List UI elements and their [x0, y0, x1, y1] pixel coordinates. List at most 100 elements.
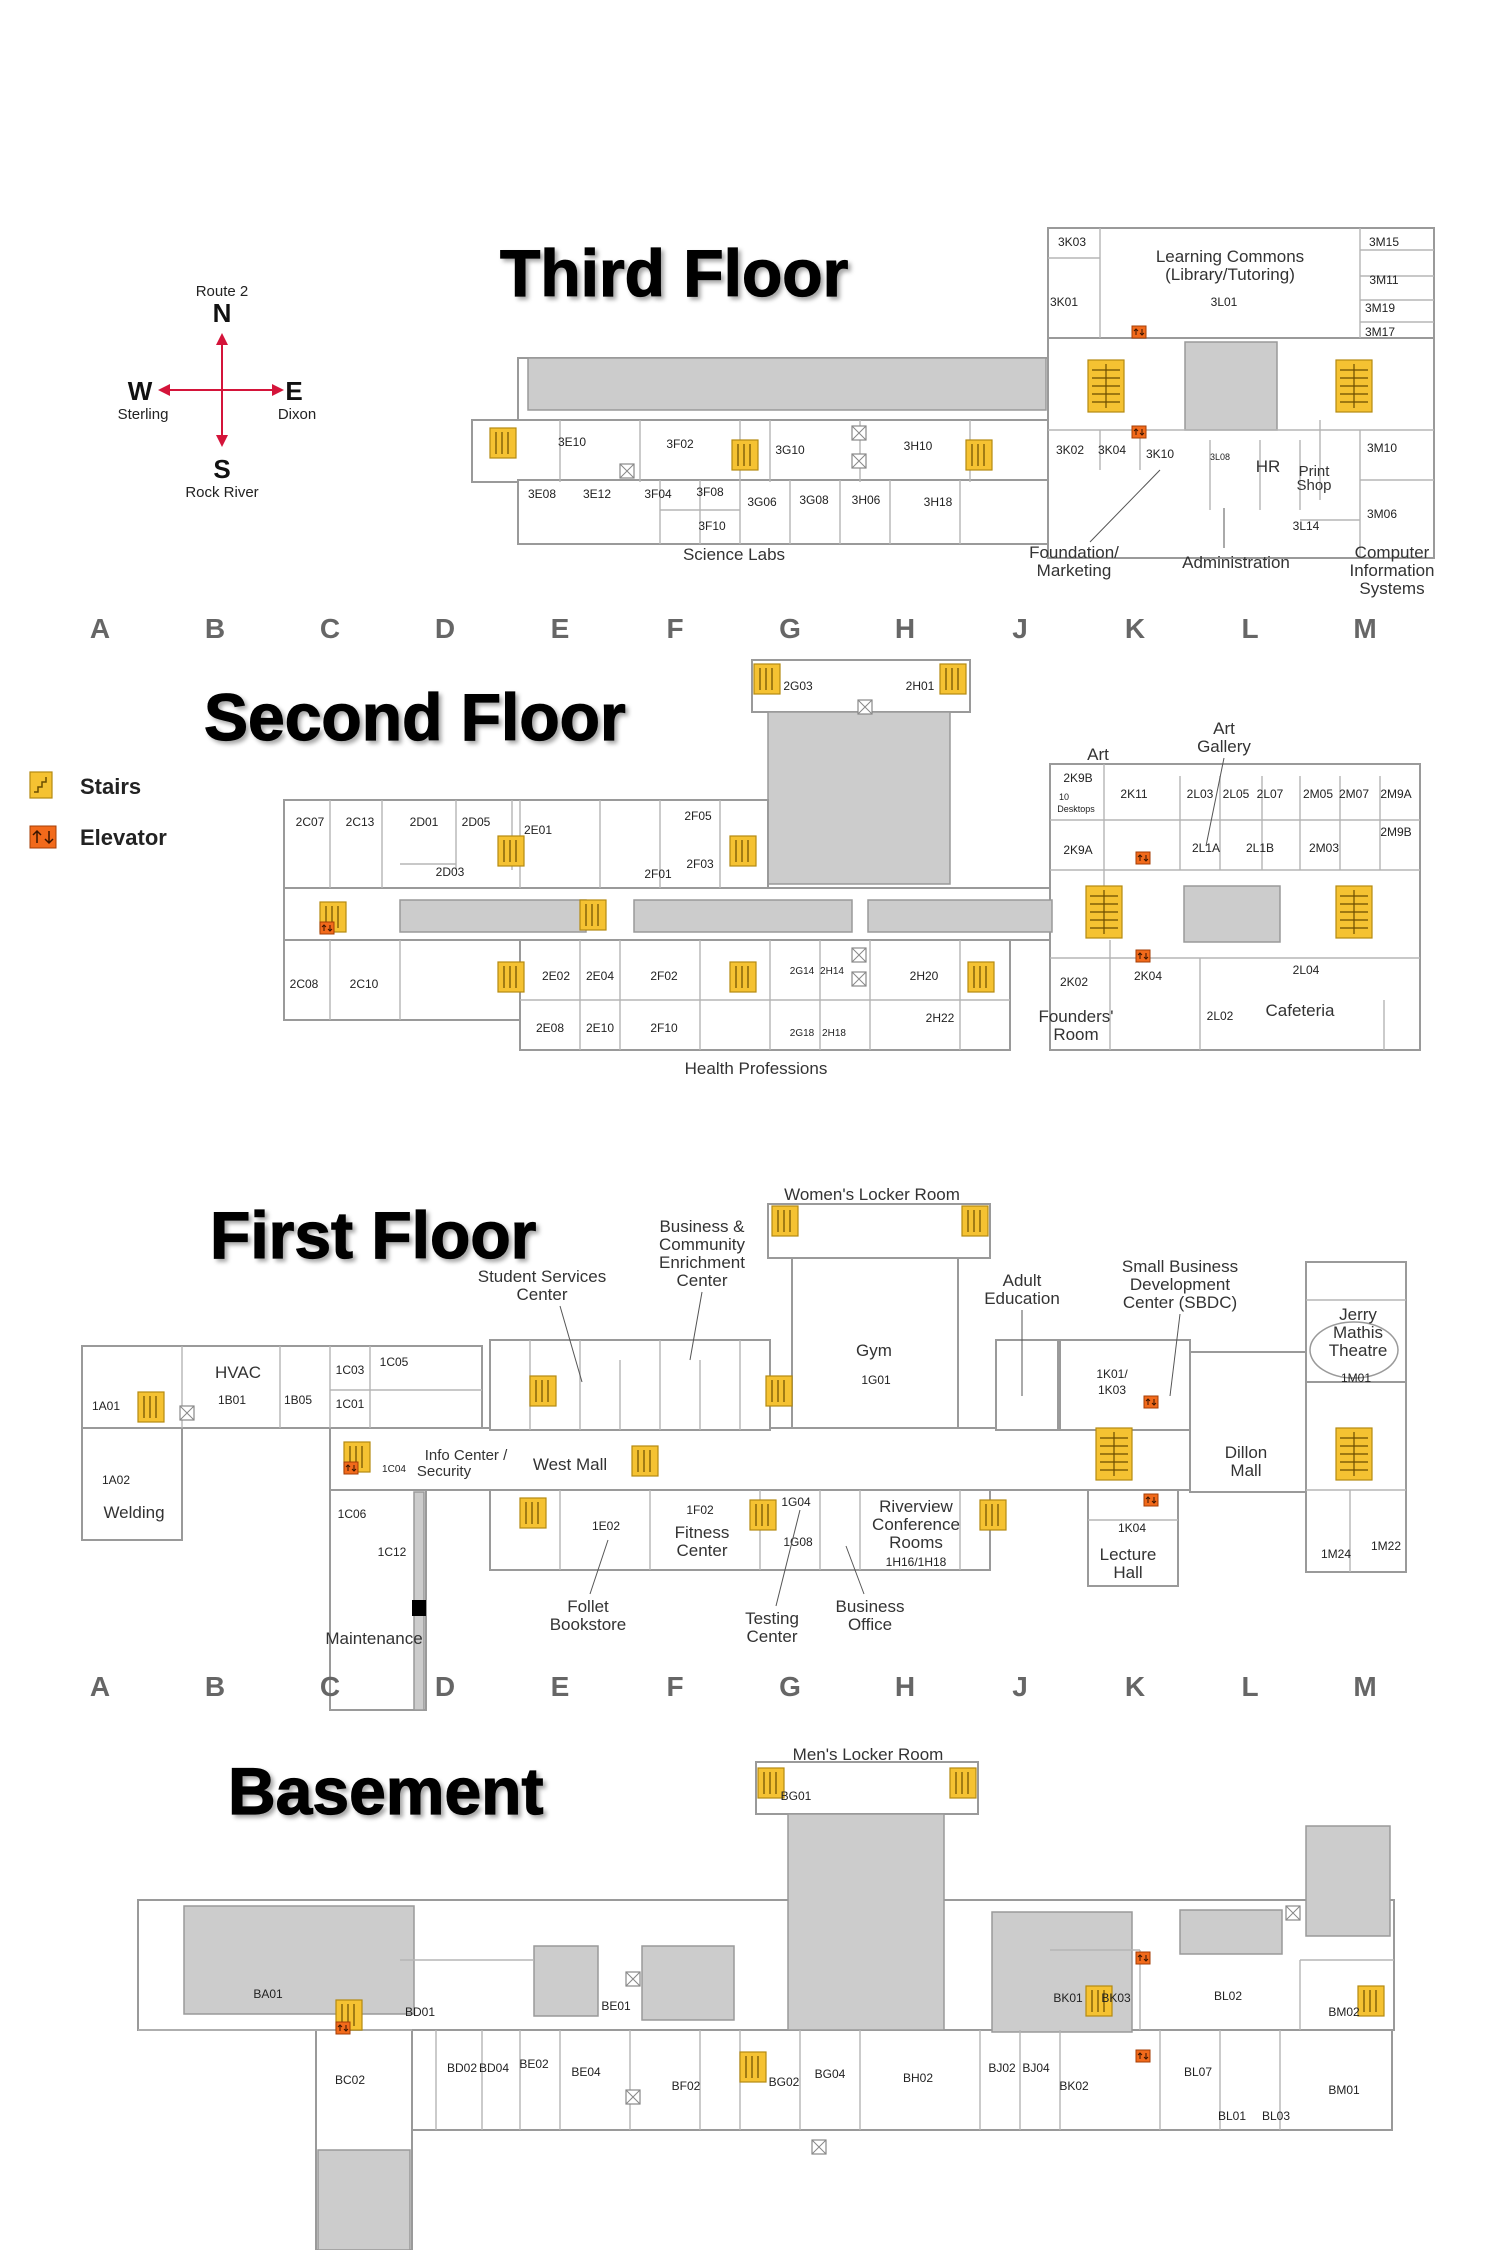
room-label: 2K9A	[1063, 843, 1092, 857]
room-label: BH02	[903, 2071, 933, 2085]
room-label: 3L08	[1210, 452, 1230, 462]
room-label: 2H20	[910, 969, 939, 983]
column-letter: M	[1353, 1671, 1376, 1702]
third-floor: Third Floor 3K03 3K01 3L01 3M15 3M11 3M1…	[471, 227, 1435, 598]
learning-commons-label: Learning Commons	[1156, 247, 1304, 266]
maintenance-label: Maintenance	[325, 1629, 422, 1648]
west-mall-label: West Mall	[533, 1455, 607, 1474]
room-label: BC02	[335, 2073, 365, 2087]
business-center-label: Business &	[659, 1217, 745, 1236]
room-label: 1H16/1H18	[886, 1555, 947, 1569]
art-gallery-label: Gallery	[1197, 737, 1251, 756]
room-label: 2F02	[650, 969, 678, 983]
room-label: BG01	[781, 1789, 812, 1803]
info-center-label: Info Center /	[425, 1447, 508, 1464]
room-label: BE04	[571, 2065, 601, 2079]
testing-center-label: Testing	[745, 1609, 799, 1628]
room-label: 2F03	[686, 857, 714, 871]
room-label: BD02	[447, 2061, 477, 2075]
room-label: 2L02	[1207, 1009, 1234, 1023]
room-label: BD01	[405, 2005, 435, 2019]
second-floor: Second Floor 2G03 2H01 2K9B 2	[203, 659, 1421, 1078]
column-letter: F	[666, 613, 683, 644]
first-floor-title: First Floor	[210, 1198, 536, 1272]
room-label: 3L01	[1211, 295, 1238, 309]
compass-north-label: Route 2	[196, 283, 249, 300]
room-label: 3M15	[1369, 235, 1399, 249]
business-center-label: Community	[659, 1235, 745, 1254]
systems-label: Systems	[1359, 579, 1424, 598]
room-label: 2K9B	[1063, 771, 1092, 785]
founders-room-label: Room	[1053, 1025, 1098, 1044]
desktops-label: Desktops	[1057, 804, 1095, 814]
room-label: 2C08	[290, 977, 319, 991]
room-label: 2F05	[684, 809, 712, 823]
student-services-label: Center	[516, 1285, 567, 1304]
compass-east: E	[285, 376, 302, 406]
room-label: 2E10	[586, 1021, 614, 1035]
lecture-hall-label: Hall	[1113, 1563, 1142, 1582]
mens-locker-room-label: Men's Locker Room	[793, 1745, 944, 1764]
room-label: 2M05	[1303, 787, 1333, 801]
room-label: 2M07	[1339, 787, 1369, 801]
room-label: 2C13	[346, 815, 375, 829]
column-letter: C	[320, 1671, 340, 1702]
room-label: 2E01	[524, 823, 552, 837]
room-label: 3H18	[924, 495, 953, 509]
basement-title: Basement	[228, 1754, 543, 1828]
room-label: BJ02	[988, 2061, 1016, 2075]
room-label: 2D01	[410, 815, 439, 829]
science-labs-label: Science Labs	[683, 545, 785, 564]
legend-stairs-icon	[29, 771, 53, 799]
information-label: Information	[1349, 561, 1434, 580]
legend-stairs-label: Stairs	[80, 774, 141, 799]
column-letter: E	[551, 613, 570, 644]
column-letter: J	[1012, 613, 1028, 644]
room-label: 2L1B	[1246, 841, 1274, 855]
column-letter: A	[90, 613, 110, 644]
room-label: 2E04	[586, 969, 614, 983]
room-label: 2H18	[822, 1028, 846, 1039]
business-office-label: Business	[836, 1597, 905, 1616]
room-label: 2E08	[536, 1021, 564, 1035]
column-letter: K	[1125, 1671, 1145, 1702]
art-label: Art	[1087, 745, 1109, 764]
room-label: 3F02	[666, 437, 694, 451]
room-label: 2G03	[783, 679, 813, 693]
room-label: BE01	[601, 1999, 631, 2013]
welding-label: Welding	[103, 1503, 164, 1522]
room-label: 2K11	[1120, 787, 1147, 801]
cafeteria-label: Cafeteria	[1266, 1001, 1336, 1020]
column-letter: M	[1353, 613, 1376, 644]
first-floor: First Floor	[81, 1185, 1407, 1711]
dillon-mall-label: Dillon	[1225, 1443, 1268, 1462]
room-label: 1A01	[92, 1399, 120, 1413]
room-label: 3K04	[1098, 443, 1126, 457]
room-label: 1C12	[378, 1545, 407, 1559]
womens-locker-room-label: Women's Locker Room	[784, 1185, 960, 1204]
room-label: BA01	[253, 1987, 283, 2001]
room-label: 1B05	[284, 1393, 312, 1407]
room-label: BG02	[769, 2075, 800, 2089]
room-label: 3F08	[696, 485, 724, 499]
room-label: 2M9B	[1380, 825, 1411, 839]
column-letter: F	[666, 1671, 683, 1702]
room-label: 3E08	[528, 487, 556, 501]
art-gallery-label: Art	[1213, 719, 1235, 738]
room-label: 3E12	[583, 487, 611, 501]
column-letter: D	[435, 613, 455, 644]
room-label: 2G14	[790, 966, 815, 977]
follet-bookstore-label: Follet	[567, 1597, 609, 1616]
room-label: 2L04	[1293, 963, 1320, 977]
business-center-label: Enrichment	[659, 1253, 745, 1272]
room-label: BK03	[1101, 1991, 1131, 2005]
room-label: 2E02	[542, 969, 570, 983]
adult-education-label: Education	[984, 1289, 1060, 1308]
column-letter: D	[435, 1671, 455, 1702]
jerry-mathis-theatre-label: Jerry	[1339, 1305, 1377, 1324]
room-label: 1M01	[1341, 1371, 1371, 1385]
learning-commons-sub-label: (Library/Tutoring)	[1165, 265, 1295, 284]
column-letter: C	[320, 613, 340, 644]
room-label: 1A02	[102, 1473, 130, 1487]
